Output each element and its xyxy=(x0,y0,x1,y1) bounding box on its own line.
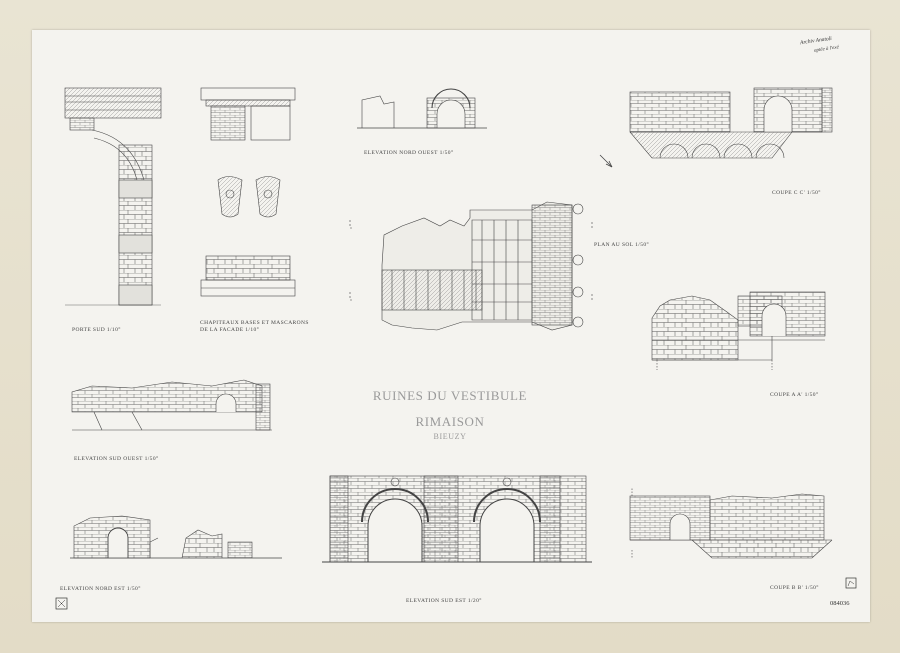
coupe-aa-drawing xyxy=(651,291,826,370)
porte-sud-drawing xyxy=(64,87,162,306)
label-coupe-aa: COUPE A A' 1/50° xyxy=(770,392,819,398)
stamp-marks xyxy=(55,577,857,610)
label-elevation-nord-ouest: ELEVATION NORD OUEST 1/50° xyxy=(364,150,454,156)
chapiteaux-drawing xyxy=(200,87,296,297)
label-porte-sud: PORTE SUD 1/10° xyxy=(72,327,121,333)
label-elevation-sud-ouest: ELEVATION SUD OUEST 1/50° xyxy=(74,456,159,462)
label-chapiteaux-1: CHAPITEAUX BASES ET MASCARONS xyxy=(200,320,309,326)
elevation-sud-ouest-drawing xyxy=(71,379,272,431)
elevation-sud-est-drawing xyxy=(322,475,592,563)
sheet-subtitle: RIMAISON xyxy=(415,414,485,429)
drawing-sheet: PORTE SUD 1/10° CHAPITEAUX BASES ET MASC… xyxy=(32,30,870,622)
elevation-nord-est-drawing xyxy=(70,515,282,559)
label-coupe-cc: COUPE C C' 1/50° xyxy=(772,190,821,196)
label-plan-au-sol: PLAN AU SOL 1/50° xyxy=(594,242,650,248)
coupe-bb-drawing xyxy=(629,488,833,559)
label-chapiteaux-2: DE LA FACADE 1/10° xyxy=(200,327,260,333)
plan-au-sol-drawing xyxy=(349,154,613,331)
sheet-title: RUINES DU VESTIBULE xyxy=(372,388,528,403)
coupe-cc-drawing xyxy=(629,87,833,159)
label-coupe-bb: COUPE B B' 1/50° xyxy=(770,585,819,591)
sheet-place: BIEUZY xyxy=(433,432,467,441)
elevation-nord-ouest-drawing xyxy=(357,88,487,129)
inventory-number: 084036 xyxy=(830,600,850,607)
architectural-drawings xyxy=(55,87,857,610)
label-elevation-sud-est: ELEVATION SUD EST 1/20° xyxy=(406,598,482,604)
label-elevation-nord-est: ELEVATION NORD EST 1/50° xyxy=(60,586,141,592)
